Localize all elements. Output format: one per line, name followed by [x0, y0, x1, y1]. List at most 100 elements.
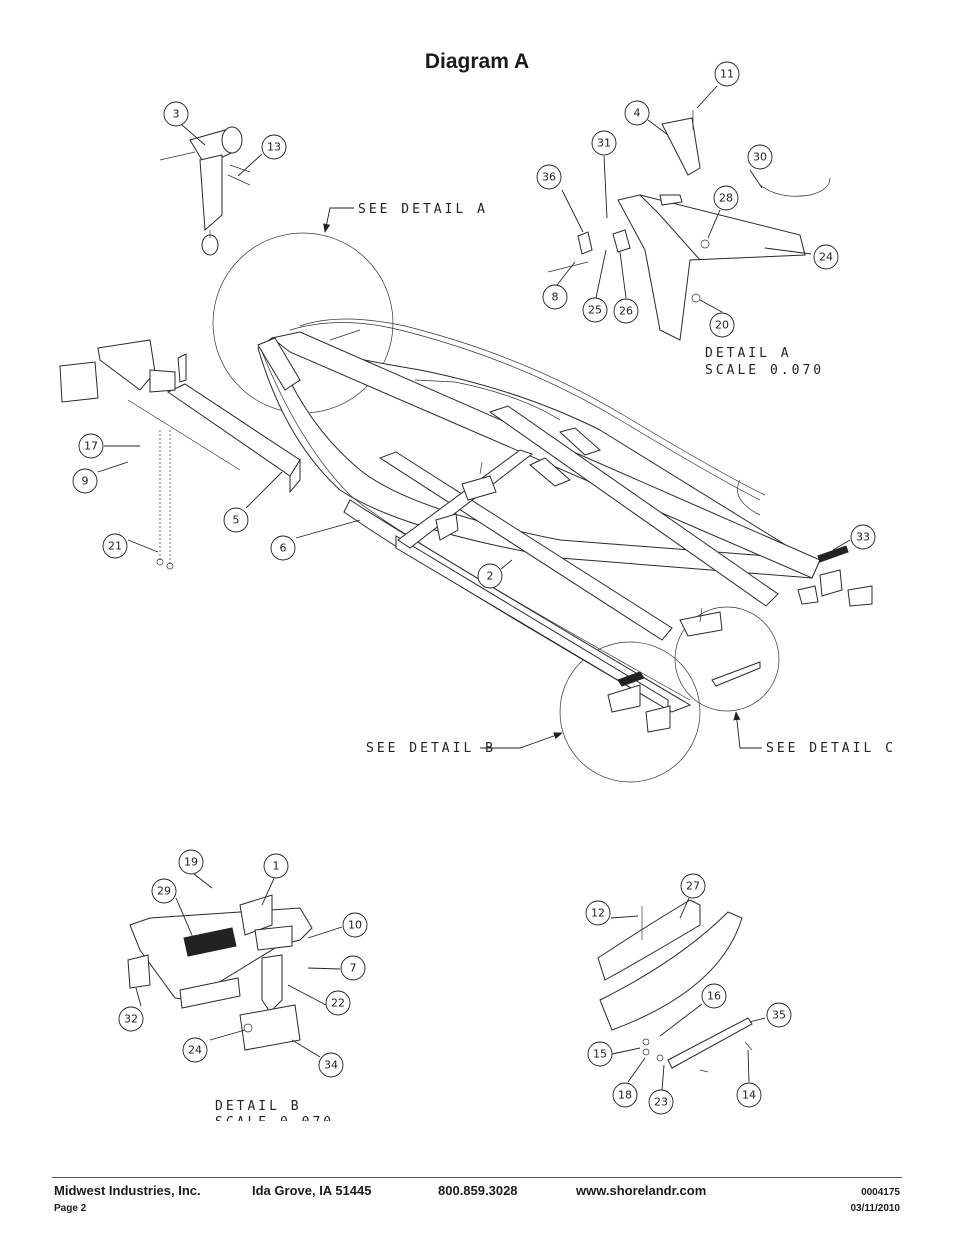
balloon-13: 13	[261, 134, 287, 160]
svg-text:23: 23	[654, 1096, 668, 1109]
balloon-17: 17	[78, 433, 104, 459]
balloon-29: 29	[151, 878, 177, 904]
svg-text:33: 33	[856, 531, 870, 544]
balloon-34: 34	[318, 1052, 344, 1078]
balloon-27: 27	[680, 873, 706, 899]
balloon-2: 2	[477, 563, 503, 589]
svg-text:1: 1	[273, 860, 280, 873]
balloon-32: 32	[118, 1006, 144, 1032]
balloon-18: 18	[612, 1082, 638, 1108]
svg-text:32: 32	[124, 1013, 138, 1026]
balloon-33: 33	[850, 524, 876, 550]
balloon-24-detail-b: 24	[182, 1037, 208, 1063]
see-detail-a-label: SEE DETAIL A	[358, 202, 488, 217]
balloon-6: 6	[270, 535, 296, 561]
svg-text:4: 4	[634, 107, 641, 120]
balloon-20: 20	[709, 312, 735, 338]
svg-text:14: 14	[742, 1089, 756, 1102]
detail-c-parts	[597, 899, 753, 1073]
svg-text:16: 16	[707, 990, 721, 1003]
detail-b-label: DETAIL B	[215, 1099, 302, 1114]
svg-text:13: 13	[267, 141, 281, 154]
detail-c-circle	[674, 606, 780, 712]
svg-text:5: 5	[233, 514, 240, 527]
diagram-title: Diagram A	[424, 50, 530, 73]
detail-a-label: DETAIL A	[705, 346, 792, 361]
footer-location: Ida Grove, IA 51445	[252, 1183, 372, 1198]
footer-phone: 800.859.3028	[438, 1183, 518, 1198]
svg-text:24: 24	[819, 251, 833, 264]
balloon-22: 22	[325, 990, 351, 1016]
svg-text:17: 17	[84, 440, 98, 453]
balloon-35: 35	[766, 1002, 792, 1028]
balloon-19: 19	[178, 849, 204, 875]
balloon-21: 21	[102, 533, 128, 559]
balloon-15: 15	[587, 1041, 613, 1067]
balloon-8: 8	[542, 284, 568, 310]
svg-text:7: 7	[350, 962, 357, 975]
detail-b-parts	[127, 894, 313, 1051]
svg-text:35: 35	[772, 1009, 786, 1022]
balloon-14: 14	[736, 1082, 762, 1108]
balloon-28: 28	[713, 185, 739, 211]
detail-a-parts	[547, 110, 831, 341]
trailer-frame	[257, 318, 873, 733]
balloon-24-detail-a: 24	[813, 244, 839, 270]
footer-divider	[52, 1177, 902, 1178]
balloon-3: 3	[163, 101, 189, 127]
svg-text:12: 12	[591, 907, 605, 920]
balloon-10: 10	[342, 912, 368, 938]
svg-text:28: 28	[719, 192, 733, 205]
svg-text:11: 11	[720, 68, 734, 81]
svg-text:34: 34	[324, 1059, 338, 1072]
balloon-26: 26	[613, 298, 639, 324]
detail-b-circle	[559, 641, 701, 783]
balloon-16: 16	[701, 983, 727, 1009]
balloon-11: 11	[714, 61, 740, 87]
svg-text:25: 25	[588, 304, 602, 317]
svg-text:26: 26	[619, 305, 633, 318]
svg-text:27: 27	[686, 880, 700, 893]
balloon-7: 7	[340, 955, 366, 981]
svg-text:31: 31	[597, 137, 611, 150]
winch-assembly	[159, 126, 251, 256]
balloon-25: 25	[582, 297, 608, 323]
svg-text:9: 9	[82, 475, 89, 488]
see-detail-c-label: SEE DETAIL C	[766, 741, 896, 756]
svg-text:8: 8	[552, 291, 559, 304]
see-detail-b-label: SEE DETAIL B	[366, 741, 496, 756]
balloon-36: 36	[536, 164, 562, 190]
detail-a-circle	[212, 232, 394, 414]
svg-text:2: 2	[487, 570, 494, 583]
svg-text:29: 29	[157, 885, 171, 898]
trailer-tongue	[59, 339, 301, 570]
footer-website: www.shorelandr.com	[576, 1183, 707, 1198]
svg-text:24: 24	[188, 1044, 202, 1057]
svg-text:22: 22	[331, 997, 345, 1010]
svg-text:19: 19	[184, 856, 198, 869]
balloon-12: 12	[585, 900, 611, 926]
footer-company: Midwest Industries, Inc.	[54, 1183, 201, 1198]
svg-text:10: 10	[348, 919, 362, 932]
balloon-4: 4	[624, 100, 650, 126]
balloon-9: 9	[72, 468, 98, 494]
detail-a-scale: SCALE 0.070	[705, 363, 824, 378]
leader-lines	[97, 85, 851, 1091]
svg-text:18: 18	[618, 1089, 632, 1102]
svg-text:30: 30	[753, 151, 767, 164]
balloon-31: 31	[591, 130, 617, 156]
footer-doc-number: 0004175	[861, 1187, 900, 1198]
balloon-1: 1	[263, 853, 289, 879]
svg-text:21: 21	[108, 540, 122, 553]
balloon-5: 5	[223, 507, 249, 533]
svg-text:6: 6	[280, 542, 287, 555]
svg-text:15: 15	[593, 1048, 607, 1061]
svg-text:3: 3	[173, 108, 180, 121]
detail-b-scale: SCALE 0.070	[215, 1115, 334, 1130]
svg-text:36: 36	[542, 171, 556, 184]
svg-text:20: 20	[715, 319, 729, 332]
balloon-30: 30	[747, 144, 773, 170]
balloon-23: 23	[648, 1089, 674, 1115]
footer-date: 03/11/2010	[850, 1203, 901, 1214]
